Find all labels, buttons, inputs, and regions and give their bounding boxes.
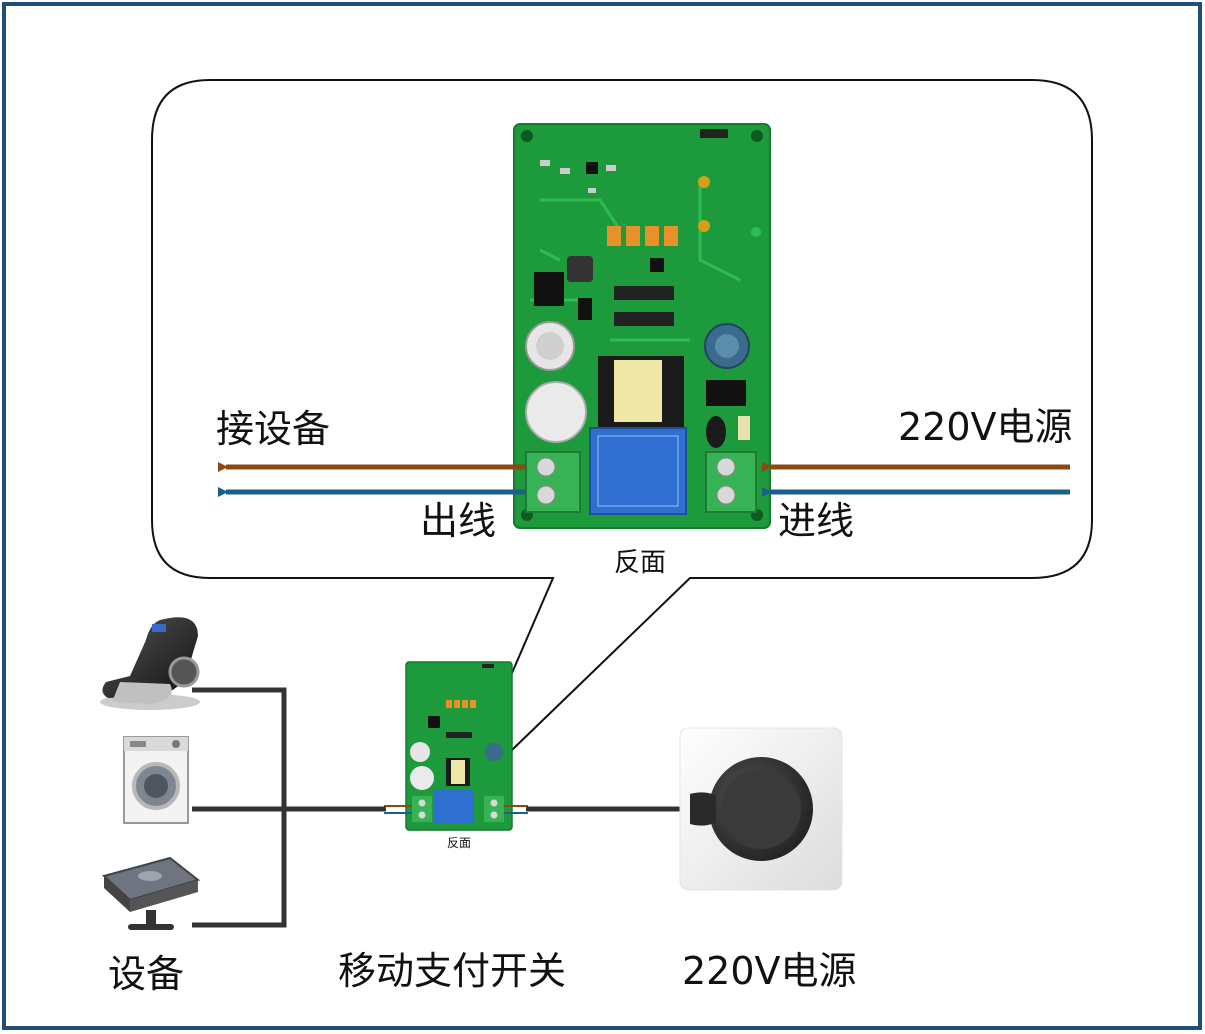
power-supply-label: 220V电源 <box>898 405 1073 449</box>
outgoing-wire-label: 出线 <box>420 499 497 543</box>
pcb-board-small <box>405 661 513 831</box>
wall-socket-icon <box>679 727 843 891</box>
incoming-wire-label: 进线 <box>778 499 855 543</box>
mobile-payment-switch-label: 移动支付开关 <box>338 949 567 993</box>
pcb-board-large <box>513 123 771 529</box>
connect-device-label: 接设备 <box>216 407 331 451</box>
bottom-power-label: 220V电源 <box>682 949 857 993</box>
card-reader-icon <box>101 856 201 930</box>
back-side-label: 反面 <box>614 548 667 578</box>
devices-label: 设备 <box>108 952 185 996</box>
massage-chair-icon <box>100 617 200 710</box>
small-back-side-label: 反面 <box>447 836 472 850</box>
washing-machine-icon <box>123 736 189 824</box>
